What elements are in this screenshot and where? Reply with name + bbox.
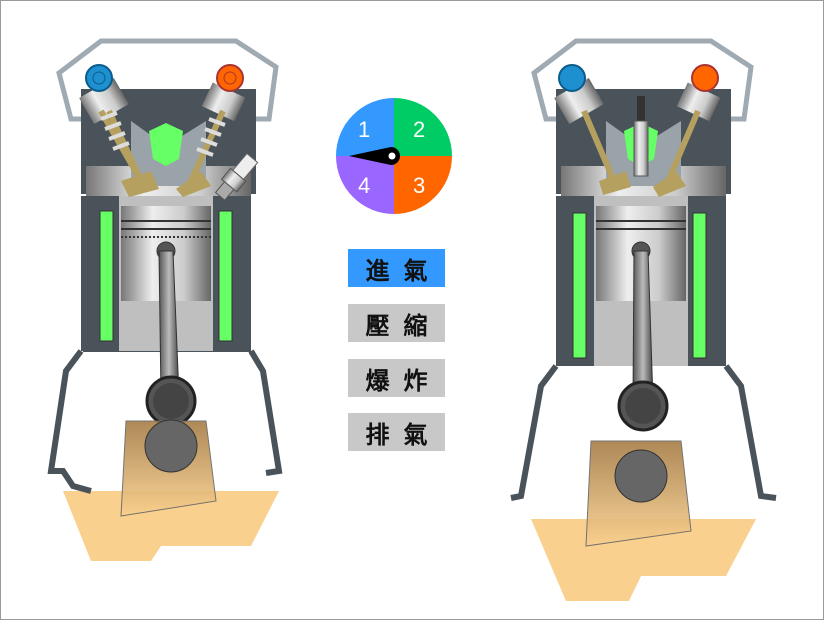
- stroke-power-button[interactable]: 爆炸: [348, 359, 445, 397]
- dial-label-4: 4: [358, 173, 371, 198]
- engine-right: [510, 38, 777, 601]
- intake-valve: [554, 78, 631, 195]
- dial-quadrant-2: [394, 98, 452, 156]
- spark-plug: [214, 152, 259, 201]
- stroke-intake-button[interactable]: 進氣: [348, 249, 445, 287]
- spark-plug: [633, 96, 649, 177]
- coolant-right: [692, 212, 707, 359]
- engine-left: [47, 38, 283, 561]
- intake-cam: [85, 64, 113, 92]
- exhaust-cam: [216, 64, 244, 92]
- exhaust-valve: [176, 82, 246, 197]
- dial-label-1: 1: [358, 117, 371, 142]
- dial-label-2: 2: [413, 117, 426, 142]
- oil-sump: [63, 491, 279, 561]
- stroke-dial: [336, 98, 452, 214]
- exhaust-valve: [653, 82, 721, 197]
- coolant-head: [149, 123, 183, 166]
- exhaust-cam: [691, 64, 719, 92]
- dial-quadrant-4: [336, 156, 394, 214]
- crankcase: [510, 364, 777, 501]
- intake-cam: [558, 64, 586, 92]
- stroke-compression-button[interactable]: 壓縮: [348, 304, 445, 342]
- intake-valve: [79, 78, 159, 197]
- stroke-exhaust-button[interactable]: 排氣: [348, 413, 445, 451]
- coolant-left: [572, 212, 587, 359]
- dial-quadrant-3: [394, 156, 452, 214]
- dial-label-3: 3: [413, 173, 426, 198]
- dial-pointer: [349, 147, 400, 165]
- coolant-left: [99, 210, 114, 342]
- dial-quadrant-1: [336, 98, 394, 156]
- coolant-right: [218, 210, 233, 342]
- crankcase: [47, 349, 283, 494]
